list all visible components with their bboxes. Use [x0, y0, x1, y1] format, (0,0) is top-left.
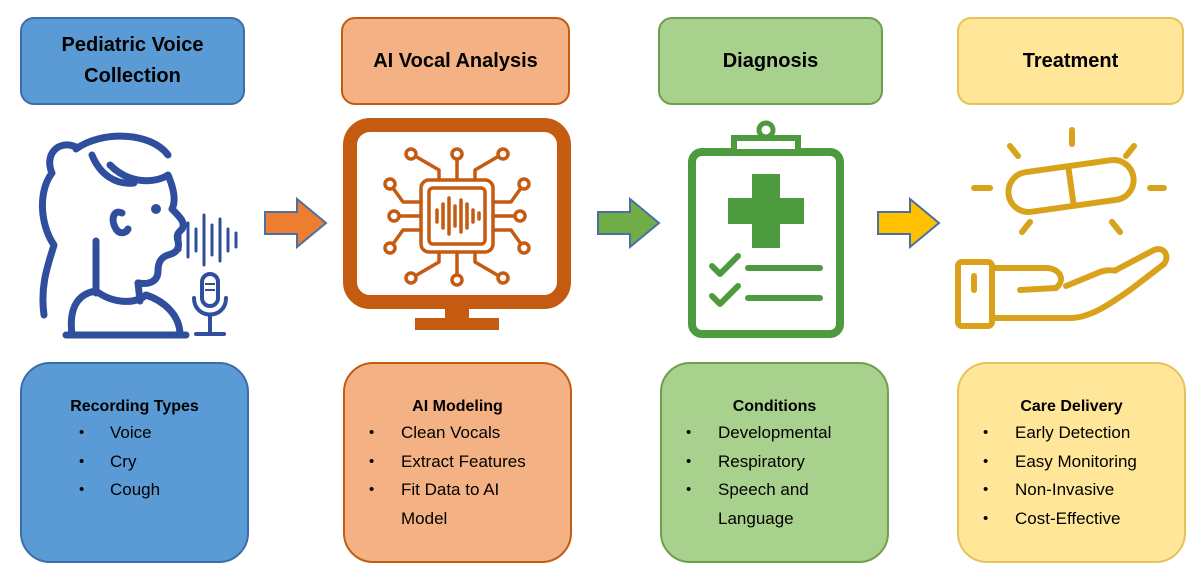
ai-chip-monitor-icon	[343, 118, 571, 330]
stage-2-title-text: AI Vocal Analysis	[373, 49, 538, 72]
list-item: Non-Invasive	[959, 476, 1184, 505]
stage-3-title: Diagnosis	[658, 17, 883, 105]
stage-4-list: Early Detection Easy Monitoring Non-Inva…	[959, 419, 1184, 533]
list-item-line: Language	[718, 508, 794, 528]
stage-4-title-text: Treatment	[1022, 49, 1119, 72]
child-speaking-icon	[39, 132, 238, 339]
list-item: Extract Features	[345, 448, 570, 477]
stage-1-heading: Recording Types	[70, 398, 199, 415]
hand-with-pill-icon	[955, 127, 1170, 329]
microphone-icon	[192, 272, 228, 336]
list-item: Fit Data to AI Model	[345, 476, 570, 533]
list-item: Developmental	[662, 419, 887, 448]
list-item: Clean Vocals	[345, 419, 570, 448]
stage-4-title: Treatment	[957, 17, 1184, 105]
stage-2-list: Clean Vocals Extract Features Fit Data t…	[345, 419, 570, 533]
clipboard-checklist-icon	[688, 120, 844, 338]
stage-1-title-line-2: Collection	[84, 65, 181, 87]
list-item: Cough	[22, 476, 247, 505]
list-item-line: Fit Data to AI	[401, 480, 500, 499]
stage-1-list: Voice Cry Cough	[22, 419, 247, 505]
list-item: Early Detection	[959, 419, 1184, 448]
arrow-right-icon	[877, 196, 941, 250]
list-item-line: Speech and	[718, 480, 809, 499]
list-item-line: Model	[401, 508, 448, 528]
list-item: Cry	[22, 448, 247, 477]
arrow-right-icon	[597, 196, 661, 250]
stage-4-details: Care Delivery Early Detection Easy Monit…	[957, 362, 1186, 563]
stage-2-details: AI Modeling Clean Vocals Extract Feature…	[343, 362, 572, 563]
stage-4-heading: Care Delivery	[1020, 398, 1123, 415]
stage-1-title: Pediatric Voice Collection	[20, 17, 245, 105]
list-item: Respiratory	[662, 448, 887, 477]
list-item: Cost-Effective	[959, 505, 1184, 534]
arrow-right-icon	[264, 196, 328, 250]
stage-2-heading: AI Modeling	[412, 398, 503, 415]
stage-1-title-line-1: Pediatric Voice	[61, 34, 204, 56]
stage-1-details: Recording Types Voice Cry Cough	[20, 362, 249, 563]
stage-3-title-text: Diagnosis	[722, 49, 819, 72]
list-item: Voice	[22, 419, 247, 448]
stage-3-details: Conditions Developmental Respiratory Spe…	[660, 362, 889, 563]
stage-2-title: AI Vocal Analysis	[341, 17, 570, 105]
stage-3-heading: Conditions	[732, 398, 817, 415]
stage-3-list: Developmental Respiratory Speech andLang…	[662, 419, 887, 533]
list-item: Easy Monitoring	[959, 448, 1184, 477]
